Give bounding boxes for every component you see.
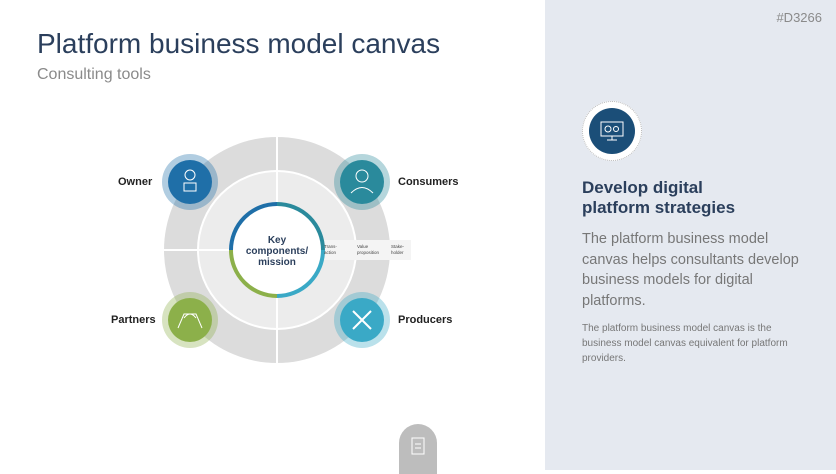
producers-icon: [334, 292, 390, 348]
doc-code: #D3266: [776, 10, 822, 25]
label-consumers: Consumers: [398, 176, 459, 188]
svg-text:proposition: proposition: [357, 250, 380, 255]
panel-body: The platform business model canvas helps…: [582, 231, 799, 309]
strip-transaction: Trans-: [324, 244, 337, 249]
strip: [321, 240, 411, 260]
monitor-gear-icon: [582, 101, 642, 161]
partners-icon: [162, 292, 218, 348]
svg-text:components/: components/: [246, 246, 308, 257]
center-label: Key: [268, 235, 287, 246]
label-partners: Partners: [111, 314, 156, 326]
svg-text:mission: mission: [258, 257, 296, 268]
page-title: Platform business model canvas: [37, 28, 441, 59]
strip-stakeholder: Stake-: [391, 244, 405, 249]
page-subtitle: Consulting tools: [37, 66, 151, 83]
label-owner: Owner: [118, 176, 153, 188]
label-producers: Producers: [398, 314, 453, 326]
owner-icon: [162, 154, 218, 210]
clipboard-icon: [411, 437, 425, 455]
clipboard-tab[interactable]: [399, 424, 437, 474]
canvas-diagram: Key components/ mission Trans- action Va…: [162, 137, 411, 363]
strip-value-proposition: Value: [357, 244, 369, 249]
consumers-icon: [334, 154, 390, 210]
panel-note: The platform business model canvas is th…: [582, 323, 788, 364]
svg-text:holder: holder: [391, 250, 404, 255]
svg-text:action: action: [324, 250, 337, 255]
